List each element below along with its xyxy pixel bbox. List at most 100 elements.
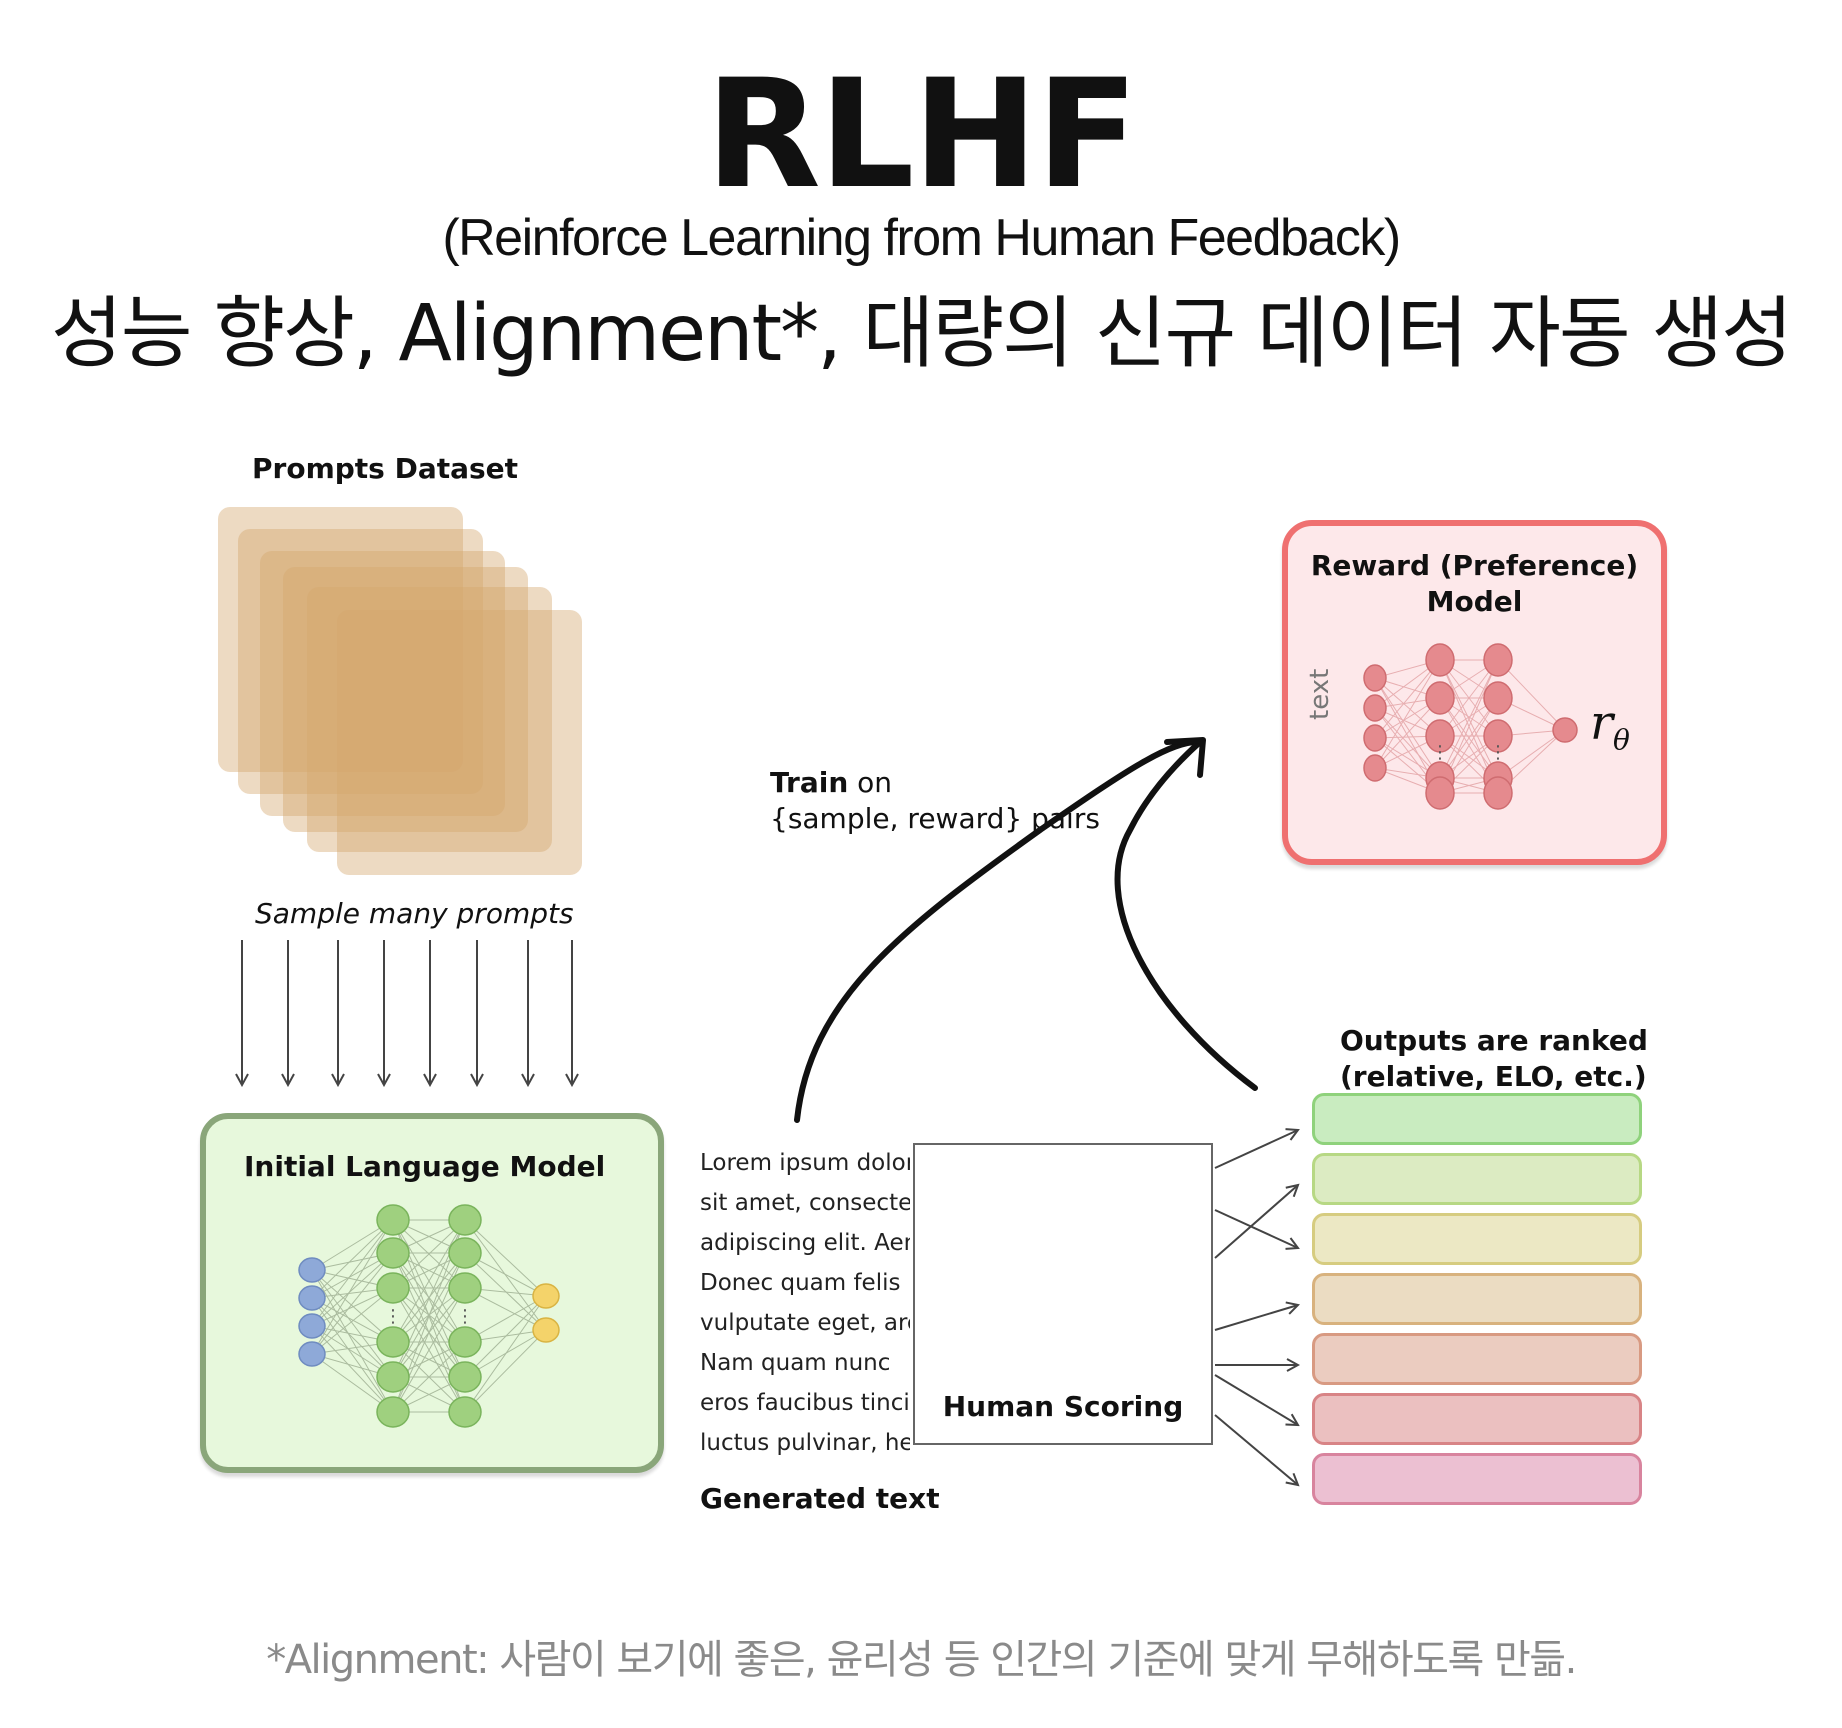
rank-arrow xyxy=(1214,1185,1298,1259)
ellipsis-mark: ⋮ xyxy=(1489,742,1507,763)
network-edge xyxy=(311,1297,394,1378)
human-scoring-label: Human Scoring xyxy=(942,1390,1184,1423)
network-edge xyxy=(311,1297,394,1413)
rank-arrow xyxy=(1214,1414,1298,1485)
network-node xyxy=(448,1396,482,1428)
network-node xyxy=(448,1361,482,1393)
rank-arrow xyxy=(1214,1305,1298,1331)
network-node xyxy=(448,1237,482,1269)
network-node xyxy=(376,1237,410,1269)
network-edge xyxy=(1439,697,1499,779)
network-edge xyxy=(311,1252,394,1355)
network-node xyxy=(376,1361,410,1393)
network-edge xyxy=(1374,659,1441,739)
network-edge xyxy=(464,1295,547,1413)
network-edge xyxy=(311,1325,394,1413)
reward-symbol: r xyxy=(1590,695,1613,751)
network-edge xyxy=(464,1329,547,1413)
sampling-arrows xyxy=(242,940,572,1085)
network-node xyxy=(1425,681,1455,715)
reward-input-label: text xyxy=(1305,668,1335,720)
network-node xyxy=(376,1326,410,1358)
network-node xyxy=(298,1257,326,1283)
network-edge xyxy=(1374,707,1441,779)
rank-bar xyxy=(1312,1453,1642,1505)
ellipsis-mark: ⋮ xyxy=(384,1306,402,1327)
network-node xyxy=(1483,776,1513,810)
language-model-network: ⋮⋮ xyxy=(298,1204,560,1428)
network-edge xyxy=(311,1269,394,1378)
network-edge xyxy=(392,1341,466,1413)
network-node xyxy=(1483,643,1513,677)
network-node xyxy=(1425,719,1455,753)
network-edge xyxy=(1374,677,1441,779)
network-edge xyxy=(1374,659,1441,769)
human-scoring-box xyxy=(913,1143,1213,1445)
generated-text-line: vulputate eget, arc xyxy=(700,1310,910,1336)
rank-bar xyxy=(1312,1393,1642,1445)
initial-lm-label: Initial Language Model xyxy=(244,1150,606,1183)
network-edge xyxy=(311,1353,394,1413)
rank-arrow xyxy=(1214,1130,1298,1169)
ellipsis-mark: ⋮ xyxy=(1431,742,1449,763)
network-node xyxy=(376,1204,410,1236)
ranked-label: Outputs are ranked (relative, ELO, etc.) xyxy=(1340,1023,1648,1095)
network-node xyxy=(532,1317,560,1343)
network-edge xyxy=(464,1219,547,1297)
network-edge xyxy=(1497,659,1566,731)
network-node xyxy=(1552,717,1578,743)
train-arrowhead xyxy=(1164,737,1206,778)
generated-text-line: luctus pulvinar, her xyxy=(700,1430,910,1456)
generated-text-line: Nam quam nunc xyxy=(700,1350,891,1376)
network-edge xyxy=(1439,659,1499,779)
rank-bar xyxy=(1312,1213,1642,1265)
network-node xyxy=(298,1341,326,1367)
dataset-sheet xyxy=(238,529,483,794)
dataset-sheet xyxy=(283,567,528,832)
network-node xyxy=(376,1272,410,1304)
reward-output-symbol: rθ xyxy=(1590,695,1630,757)
sample-prompts-label: Sample many prompts xyxy=(255,897,574,930)
network-node xyxy=(1363,724,1387,752)
generated-text-line: Lorem ipsum dolor xyxy=(700,1150,910,1176)
network-edge xyxy=(311,1287,394,1355)
network-edge xyxy=(464,1295,547,1378)
page-subtitle: (Reinforce Learning from Human Feedback) xyxy=(442,209,1401,267)
network-node xyxy=(1425,643,1455,677)
network-edge xyxy=(311,1269,394,1343)
network-edge xyxy=(392,1219,466,1289)
network-edge xyxy=(1439,659,1499,737)
generated-text-line: sit amet, consectet xyxy=(700,1190,910,1216)
dataset-sheet xyxy=(218,507,463,772)
reward-model-label-line2: Model xyxy=(1426,585,1523,618)
network-edge xyxy=(311,1219,394,1355)
network-node xyxy=(448,1272,482,1304)
network-node xyxy=(298,1285,326,1311)
train-curve-right xyxy=(1114,739,1258,1091)
network-edge xyxy=(392,1287,466,1413)
network-node xyxy=(1483,681,1513,715)
rank-bar xyxy=(1312,1273,1642,1325)
page-title: RLHF xyxy=(705,48,1138,222)
network-node xyxy=(448,1326,482,1358)
rank-arrow xyxy=(1214,1374,1298,1425)
dataset-sheet xyxy=(260,551,505,816)
reward-model-label: Reward (Preference) Model xyxy=(1282,548,1667,620)
generated-text-line: eros faucibus tincid xyxy=(700,1390,910,1416)
rank-bar xyxy=(1312,1333,1642,1385)
network-node xyxy=(532,1283,560,1309)
network-node xyxy=(1425,776,1455,810)
network-node xyxy=(1483,719,1513,753)
prompts-dataset-label: Prompts Dataset xyxy=(252,452,519,485)
reward-symbol-sub: θ xyxy=(1612,723,1630,757)
network-edge xyxy=(311,1252,394,1327)
page-headline: 성능 향상, Alignment*, 대량의 신규 데이터 자동 생성 xyxy=(51,289,1793,379)
train-curve-left xyxy=(794,738,1203,1123)
network-edge xyxy=(311,1269,394,1413)
network-edge xyxy=(1374,697,1441,769)
generated-text-label: Generated text xyxy=(700,1482,940,1515)
generated-text-line: adipiscing elit. Aen xyxy=(700,1230,910,1256)
ranking-arrows xyxy=(1214,1130,1298,1485)
dataset-sheet xyxy=(337,610,582,875)
rank-bar xyxy=(1312,1093,1642,1145)
